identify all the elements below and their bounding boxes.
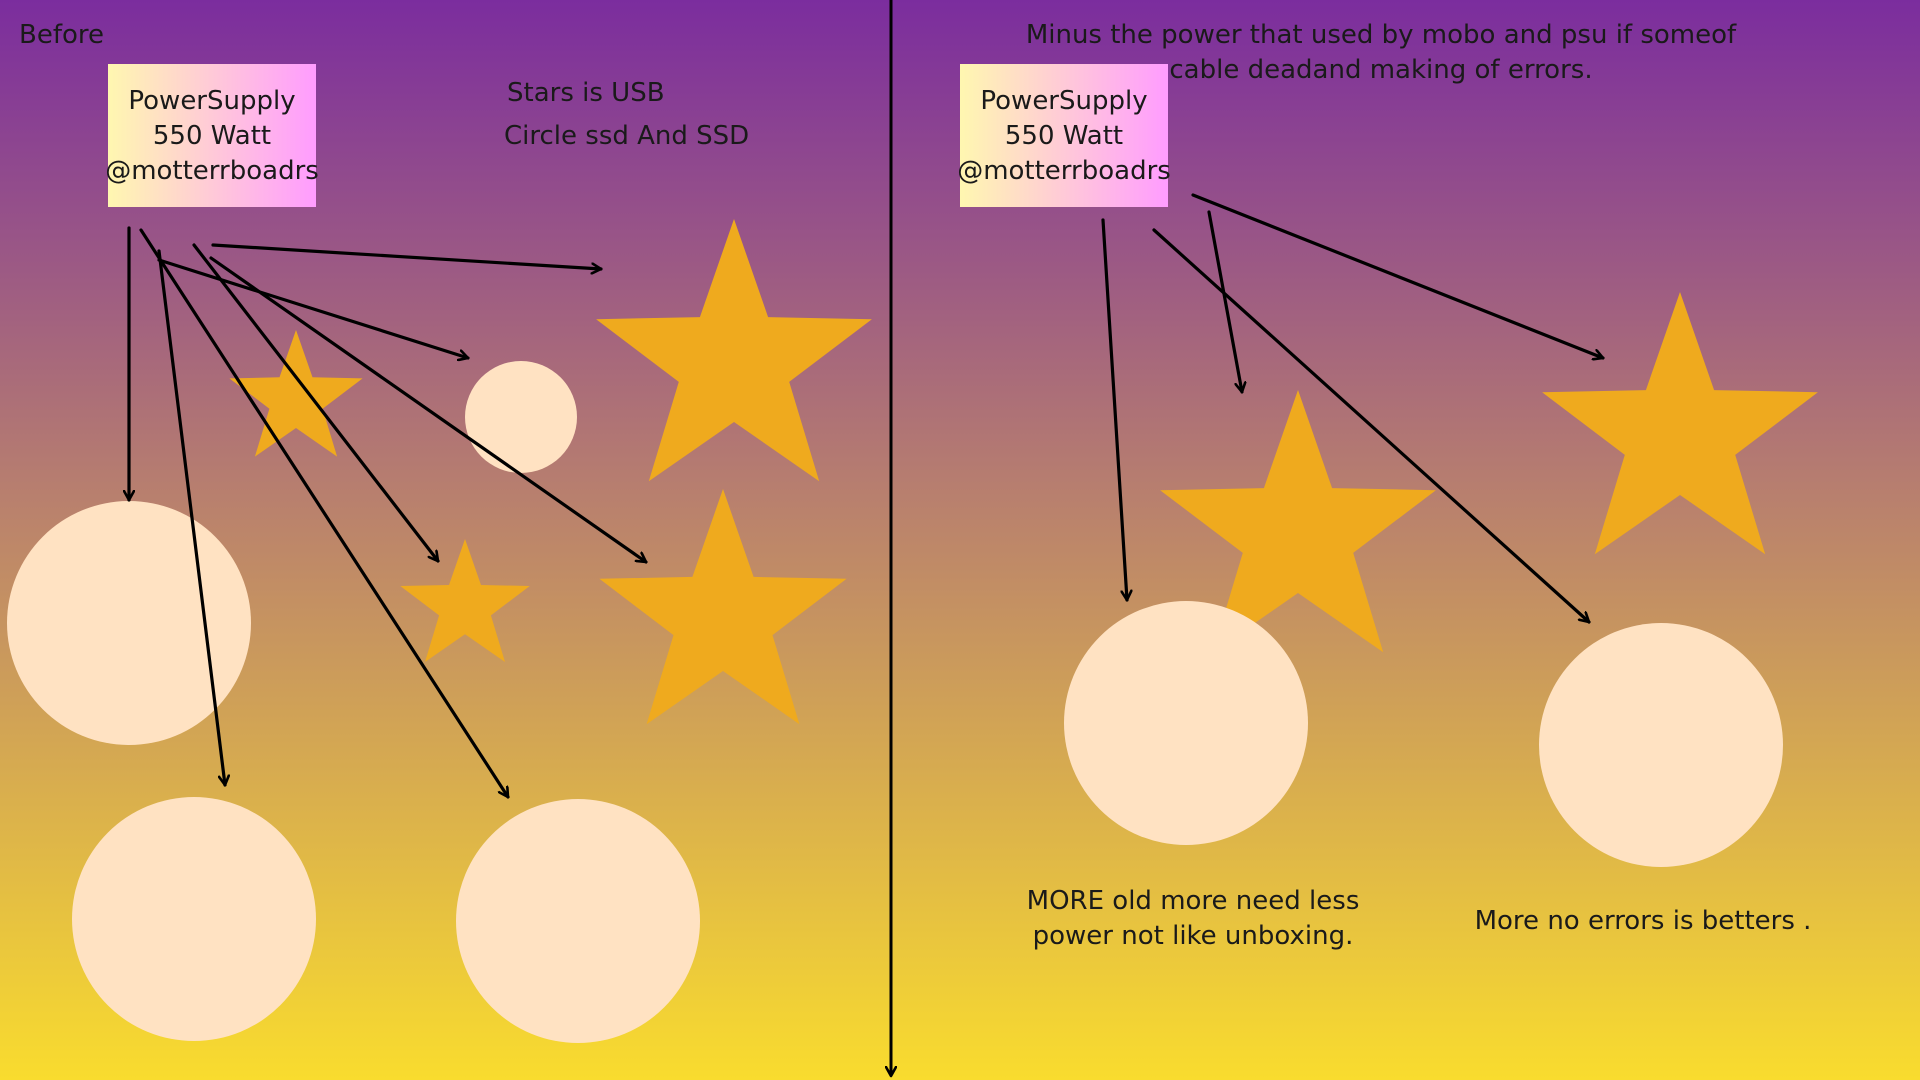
usb-star-icon <box>599 489 847 725</box>
right-panel: Minus the power that used by mobo and ps… <box>957 20 1818 951</box>
caption-old-more-need-less-line1: MORE old more need less <box>1027 886 1360 916</box>
left-psu-box: PowerSupply 550 Watt @motterrboadrs <box>105 64 319 207</box>
right-header-line2: cable deadand making of errors. <box>1169 55 1592 85</box>
ssd-circle-icon <box>72 797 316 1041</box>
power-arrow <box>211 243 603 269</box>
power-arrow <box>157 258 470 358</box>
psu-label-line2: 550 Watt <box>1005 121 1123 151</box>
power-arrow <box>209 256 648 564</box>
power-arrow <box>1101 218 1127 602</box>
usb-star-icon <box>400 539 530 662</box>
ssd-circle-icon <box>7 501 251 745</box>
psu-label-line1: PowerSupply <box>128 86 295 116</box>
usb-star-icon <box>1160 390 1436 653</box>
ssd-circle-icon <box>1064 601 1308 845</box>
panel-title-before: Before <box>19 20 104 50</box>
legend-circles: Circle ssd And SSD <box>504 121 749 151</box>
psu-box-background <box>108 64 316 207</box>
power-arrow <box>139 228 510 799</box>
psu-label-line3: @motterrboadrs <box>957 156 1171 186</box>
left-panel: Before PowerSupply 550 Watt @motterrboad… <box>7 20 872 1043</box>
power-arrow <box>1207 210 1242 394</box>
psu-label-line3: @motterrboadrs <box>105 156 319 186</box>
usb-star-icon <box>229 330 363 457</box>
psu-box-background <box>960 64 1168 207</box>
psu-label-line2: 550 Watt <box>153 121 271 151</box>
ssd-circle-icon <box>456 799 700 1043</box>
caption-old-more-need-less-line2: power not like unboxing. <box>1033 921 1354 951</box>
ssd-circle-icon <box>465 361 577 473</box>
power-arrow <box>192 243 440 563</box>
usb-star-icon <box>1542 292 1818 555</box>
right-psu-box: PowerSupply 550 Watt @motterrboadrs <box>957 64 1171 207</box>
psu-label-line1: PowerSupply <box>980 86 1147 116</box>
power-arrow <box>157 249 225 787</box>
ssd-circle-icon <box>1539 623 1783 867</box>
power-arrow <box>1191 193 1605 358</box>
usb-star-icon <box>596 219 872 482</box>
power-arrow <box>1152 228 1591 624</box>
right-header-line1: Minus the power that used by mobo and ps… <box>1026 20 1737 50</box>
caption-no-errors: More no errors is betters . <box>1475 906 1812 936</box>
legend-stars: Stars is USB <box>507 78 665 108</box>
